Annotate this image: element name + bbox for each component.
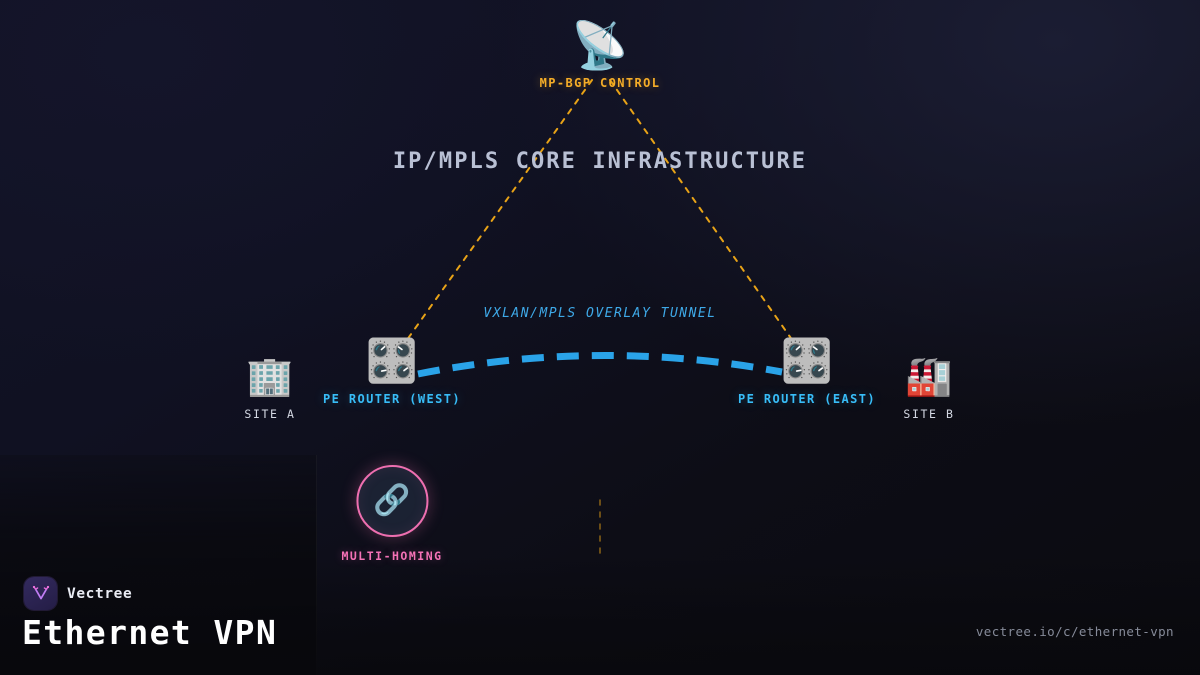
control-knobs-router-icon: 🎛️ — [365, 336, 419, 385]
overlay-tunnel-label: VXLAN/MPLS OVERLAY TUNNEL — [483, 306, 717, 321]
source-url: vectree.io/c/ethernet-vpn — [975, 624, 1174, 639]
brand-block: Vectree — [24, 577, 132, 610]
node-pe-router-east[interactable]: 🎛️ PE ROUTER (EAST) — [738, 336, 876, 407]
brand-name: Vectree — [67, 585, 133, 602]
link-overlay-tunnel — [417, 352, 783, 378]
satellite-antenna-icon: 📡 — [571, 18, 629, 72]
office-building-icon: 🏢 — [246, 354, 294, 398]
link-bgp-west — [403, 79, 593, 345]
link-bgp-east — [609, 79, 796, 345]
node-label-site-a: SITE A — [244, 407, 296, 421]
node-site-a[interactable]: 🏢 SITE A — [244, 357, 295, 421]
multi-homing-badge[interactable]: 🔗 — [356, 465, 428, 537]
node-label-multi-homing: MULTI-HOMING — [341, 549, 443, 563]
core-infrastructure-title: IP/MPLS CORE INFRASTRUCTURE — [392, 149, 808, 174]
node-site-b[interactable]: 🏭 SITE B — [903, 357, 954, 421]
node-mp-bgp-control[interactable]: 📡 MP-BGP CONTROL — [540, 22, 661, 90]
node-pe-router-west[interactable]: 🎛️ PE ROUTER (WEST) — [323, 336, 461, 407]
node-label-mp-bgp-control: MP-BGP CONTROL — [539, 76, 661, 90]
node-label-pe-router-west: PE ROUTER (WEST) — [323, 392, 461, 406]
node-label-pe-router-east: PE ROUTER (EAST) — [738, 392, 876, 406]
link-chain-icon: 🔗 — [373, 483, 411, 518]
vectree-logo-icon — [24, 577, 57, 610]
node-label-site-b: SITE B — [903, 407, 955, 421]
node-multi-homing[interactable]: 🔗 MULTI-HOMING — [341, 465, 442, 563]
control-knobs-router-icon: 🎛️ — [780, 336, 834, 385]
factory-icon: 🏭 — [905, 354, 953, 398]
page-title: Ethernet VPN — [22, 613, 278, 652]
